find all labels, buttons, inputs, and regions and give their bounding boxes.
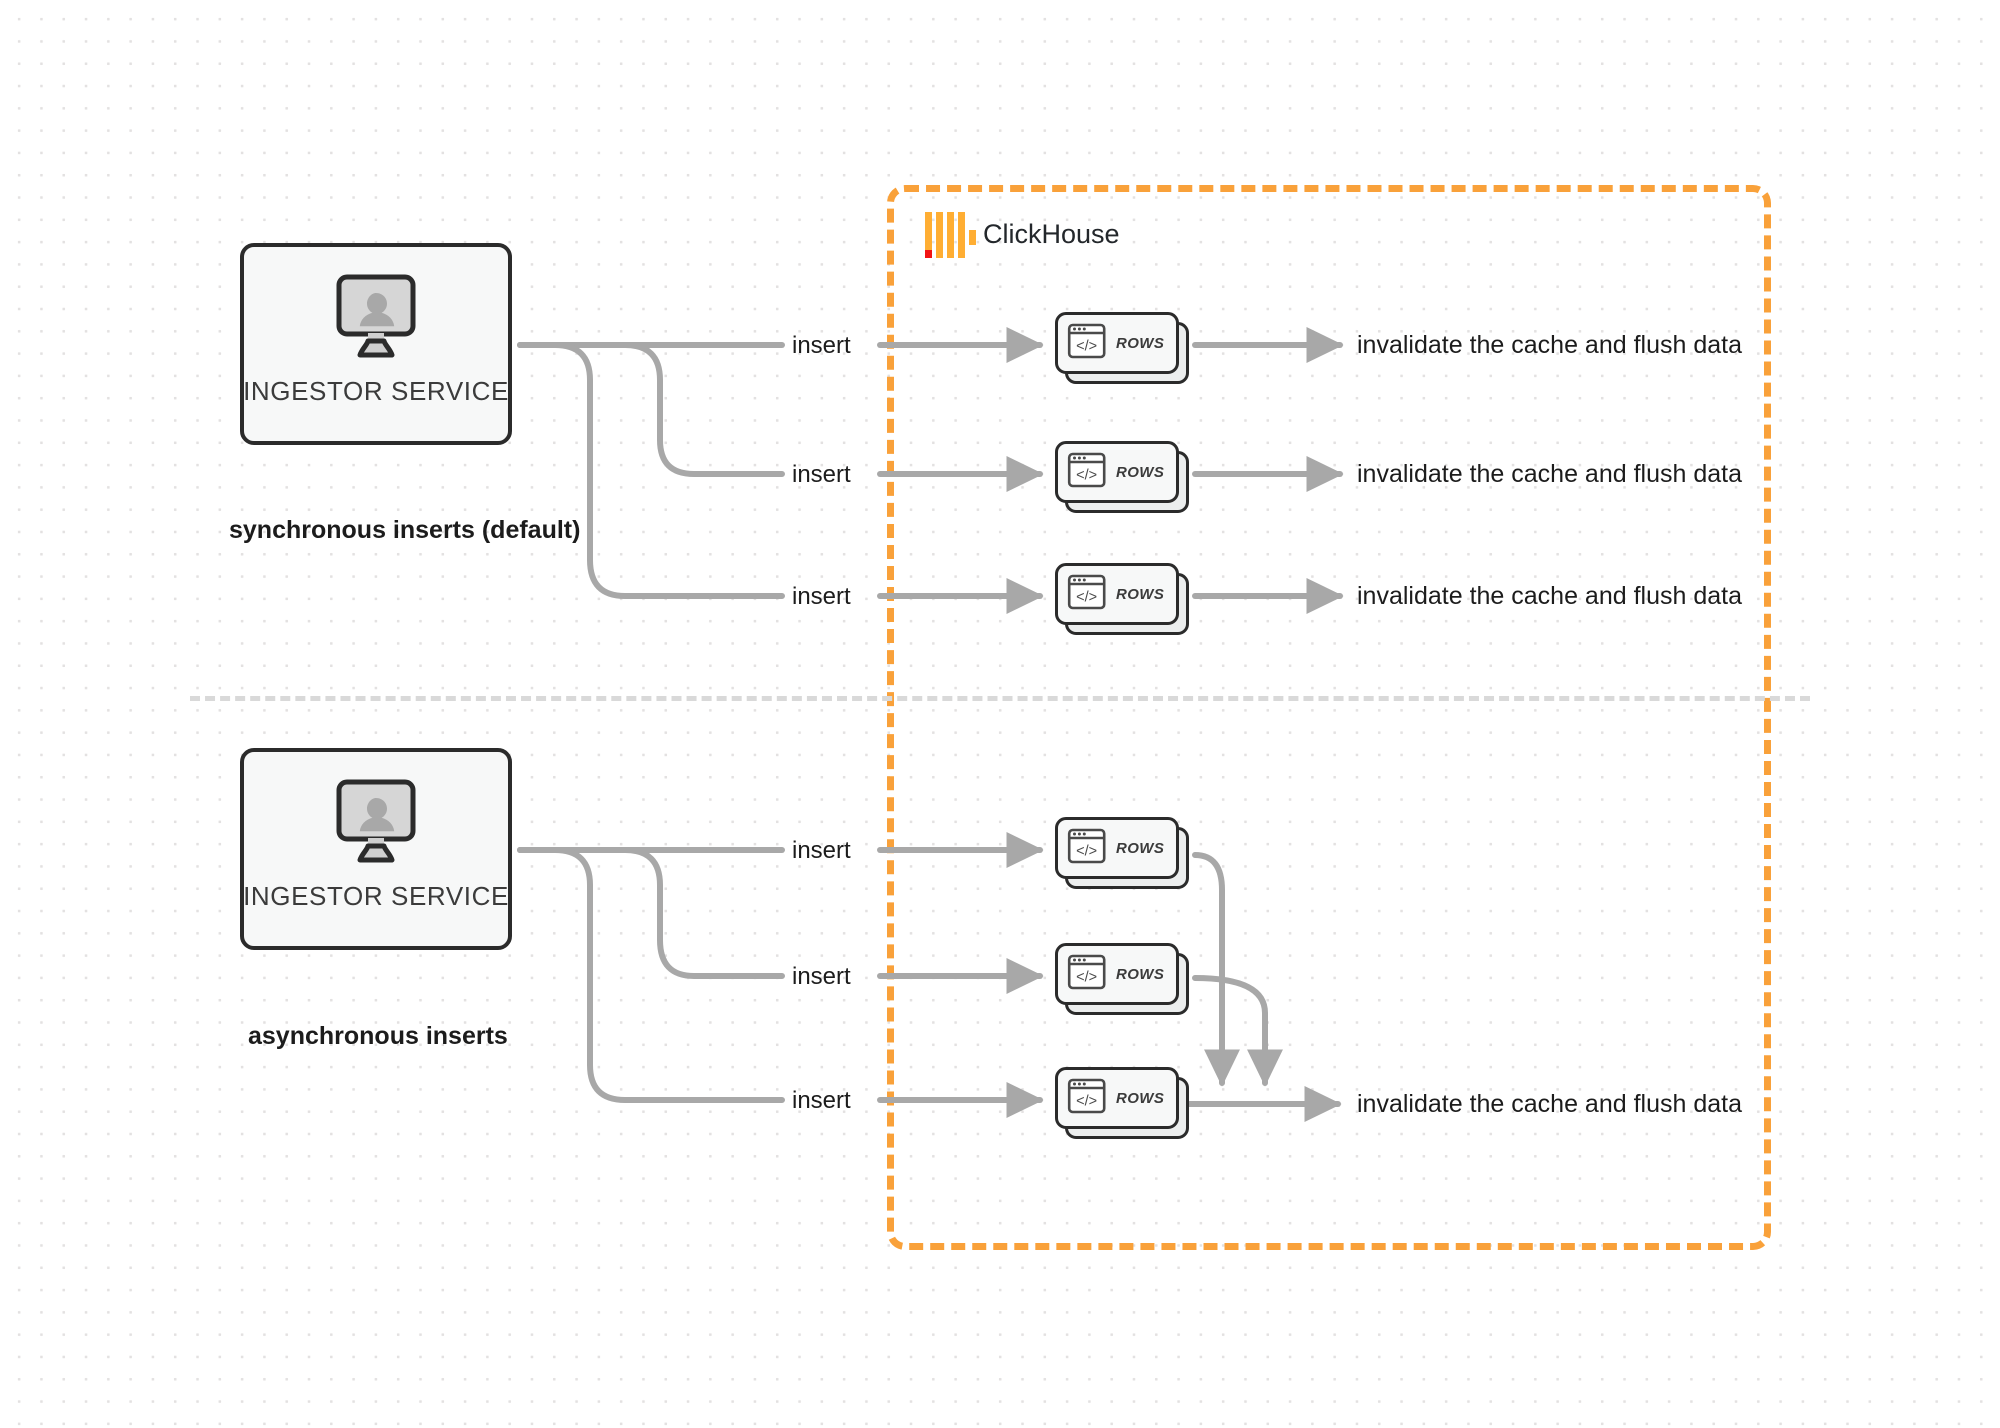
async-branch-2 xyxy=(517,847,785,979)
clickhouse-label: ClickHouse xyxy=(983,219,1120,249)
clickhouse-logo-icon xyxy=(925,212,976,258)
async-merge-curve-1 xyxy=(1192,852,1240,1087)
edge-label-insert-sync-2: insert xyxy=(792,461,851,488)
edge-label-insert-async-1: insert xyxy=(792,837,851,864)
svg-text:</>: </> xyxy=(1076,338,1097,354)
code-window-icon: </> xyxy=(1067,321,1107,366)
edge-label-insert-sync-3: insert xyxy=(792,583,851,610)
monitor-user-icon xyxy=(330,273,422,366)
section-divider xyxy=(190,696,1810,701)
code-window-icon: </> xyxy=(1067,952,1107,997)
sink-label-async-merged: invalidate the cache and flush data xyxy=(1357,1090,1742,1118)
rows-card-label: ROWS xyxy=(1116,334,1165,352)
edge-label-insert-async-3: insert xyxy=(792,1087,851,1114)
sink-label-sync-2: invalidate the cache and flush data xyxy=(1357,460,1742,488)
sidebar-item-ingestor-service-async[interactable]: INGESTOR SERVICE xyxy=(240,748,512,950)
async-merge-curve-2 xyxy=(1192,975,1283,1087)
svg-text:</>: </> xyxy=(1076,589,1097,605)
edge-label-insert-sync-1: insert xyxy=(792,332,851,359)
rows-card-label: ROWS xyxy=(1116,965,1165,983)
code-window-icon: </> xyxy=(1067,450,1107,495)
svg-text:</>: </> xyxy=(1076,1093,1097,1109)
monitor-user-icon xyxy=(330,778,422,871)
rows-card-label: ROWS xyxy=(1116,839,1165,857)
section-label-synchronous: synchronous inserts (default) xyxy=(229,516,581,544)
rows-card-label: ROWS xyxy=(1116,585,1165,603)
sink-label-sync-1: invalidate the cache and flush data xyxy=(1357,331,1742,359)
section-label-asynchronous: asynchronous inserts xyxy=(248,1022,508,1050)
service-label: INGESTOR SERVICE xyxy=(243,881,509,911)
svg-text:</>: </> xyxy=(1076,843,1097,859)
svg-text:</>: </> xyxy=(1076,467,1097,483)
rows-card-label: ROWS xyxy=(1116,1089,1165,1107)
sidebar-item-ingestor-service-sync[interactable]: INGESTOR SERVICE xyxy=(240,243,512,445)
svg-text:</>: </> xyxy=(1076,969,1097,985)
code-window-icon: </> xyxy=(1067,826,1107,871)
service-label: INGESTOR SERVICE xyxy=(243,376,509,406)
sync-branch-2 xyxy=(517,342,785,477)
rows-card-label: ROWS xyxy=(1116,463,1165,481)
sink-label-sync-3: invalidate the cache and flush data xyxy=(1357,582,1742,610)
edge-label-insert-async-2: insert xyxy=(792,963,851,990)
clickhouse-brand: ClickHouse xyxy=(925,212,1120,258)
code-window-icon: </> xyxy=(1067,1076,1107,1121)
clickhouse-boundary xyxy=(887,185,1771,1250)
sync-branch-3 xyxy=(517,342,785,599)
async-branch-3 xyxy=(517,847,785,1103)
code-window-icon: </> xyxy=(1067,572,1107,617)
